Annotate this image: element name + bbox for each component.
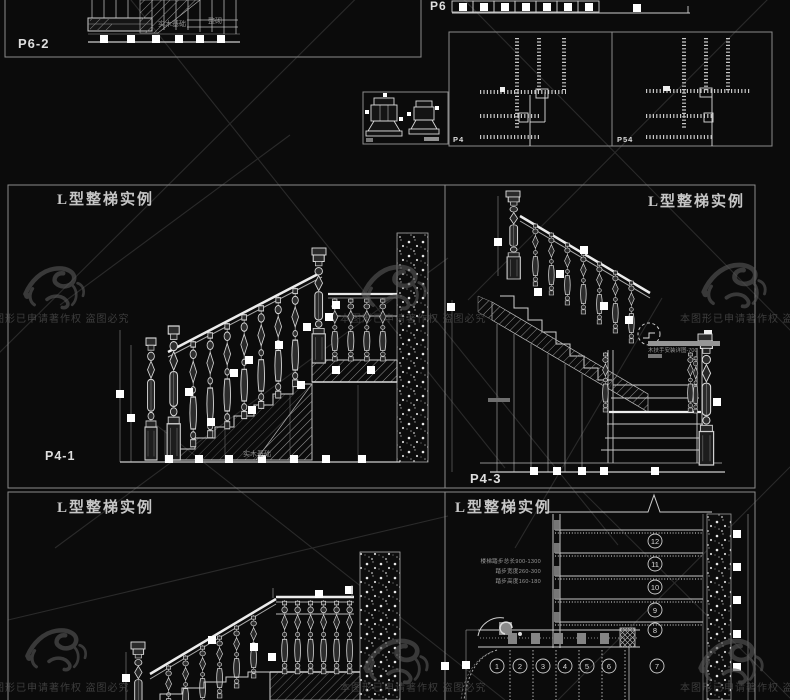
- top-newel: [497, 190, 521, 280]
- panel-stair-plan: L型整梯实例 12 11 10 9 8: [441, 493, 749, 700]
- plan-annotations: 楼梯踏步总长900-1300 踏步宽度260-300 踏步高度160-180: [481, 557, 541, 585]
- svg-text:12: 12: [651, 537, 659, 546]
- stair-fragment: [87, 0, 240, 43]
- note-wood-base-top: 实木基础: [158, 19, 186, 28]
- svg-text:楼梯踏步总长900-1300: 楼梯踏步总长900-1300: [481, 557, 541, 565]
- svg-text:10: 10: [651, 583, 659, 592]
- panel-borders: [4, 0, 773, 700]
- callout-bar: [648, 341, 720, 346]
- granite-column: [359, 551, 401, 700]
- run-step-numbers: 1 2 3 4 5 6 7: [489, 658, 665, 674]
- svg-text:本图形已申请著作权 盗图必究: 本图形已申请著作权 盗图必究: [0, 312, 130, 325]
- panel-p4-detail: P4: [453, 38, 566, 146]
- dimension-boxes-row: [451, 0, 690, 14]
- newel-posts: [144, 247, 327, 461]
- svg-text:踏步宽度260-300: 踏步宽度260-300: [496, 567, 542, 575]
- scale-bar: [424, 137, 439, 141]
- panel-bottom-left: L型整梯实例: [57, 498, 401, 700]
- svg-text:2: 2: [518, 662, 522, 671]
- panel-p54-detail: P54: [617, 38, 750, 146]
- svg-text:3: 3: [541, 662, 545, 671]
- svg-text:本图形已申请著作权 盗图必究: 本图形已申请著作权 盗图必究: [340, 312, 487, 325]
- panel-label-p4-3: P4-3: [470, 471, 501, 486]
- landing-newel-plan: [619, 627, 636, 648]
- watermark-text: 本图形已申请著作权 盗图必究 本图形已申请著作权 盗图必究 本图形已申请著作权 …: [0, 312, 790, 694]
- wall-strip: [706, 513, 732, 700]
- upper-flight-treads: [552, 514, 703, 648]
- svg-text:11: 11: [651, 560, 659, 569]
- svg-text:1: 1: [495, 662, 499, 671]
- tiny-label: [366, 138, 373, 142]
- panel-title: L型整梯实例: [455, 498, 552, 516]
- svg-text:本图形已申请著作权 盗图必究: 本图形已申请著作权 盗图必究: [0, 681, 130, 694]
- panel-label-p4-1: P4-1: [45, 449, 75, 463]
- panel-label-p4: P4: [453, 135, 464, 144]
- watermark-layer: 本图形已申请著作权 盗图必究 本图形已申请著作权 盗图必究 本图形已申请著作权 …: [0, 265, 790, 694]
- step-profile: [159, 671, 270, 700]
- upper-step-numbers: 12 11 10 9 8: [647, 533, 663, 638]
- panel-title: L型整梯实例: [57, 498, 154, 516]
- panel-title: L型整梯实例: [57, 190, 154, 208]
- panel-newel-details: [365, 93, 440, 142]
- panel-p6-2: 实木基础 整砌 P6-2: [18, 0, 240, 51]
- svg-text:6: 6: [607, 662, 611, 671]
- svg-text:本图形已申请著作权 盗图必究: 本图形已申请著作权 盗图必究: [680, 681, 790, 694]
- landing-platform: [269, 671, 361, 700]
- panel-label-p6: P6: [430, 0, 447, 13]
- dim-mark: [663, 86, 670, 91]
- dimension-squares: [365, 93, 439, 121]
- callout-note: 木扶手安装详图-700: [648, 346, 698, 354]
- panel-label-p6-2: P6-2: [18, 36, 49, 51]
- dim-mark: [500, 87, 505, 92]
- svg-text:9: 9: [653, 606, 657, 615]
- break-line-symbol: [545, 493, 712, 513]
- svg-text:5: 5: [585, 662, 589, 671]
- panel-p4-3: L型整梯实例: [447, 190, 745, 486]
- stair-steps: [174, 382, 313, 461]
- plan-dimensions: [441, 530, 741, 700]
- svg-text:本图形已申请著作权 盗图必究: 本图形已申请著作权 盗图必究: [340, 681, 487, 694]
- panel-title: L型整梯实例: [648, 192, 745, 210]
- panel-label-p54: P54: [617, 135, 633, 144]
- svg-text:8: 8: [653, 626, 657, 635]
- svg-text:4: 4: [563, 662, 567, 671]
- note-masonry: 整砌: [208, 16, 222, 25]
- svg-text:本图形已申请著作权 盗图必究: 本图形已申请著作权 盗图必究: [680, 312, 790, 325]
- volute: [460, 617, 522, 700]
- svg-text:7: 7: [655, 662, 659, 671]
- svg-text:踏步高度160-180: 踏步高度160-180: [496, 577, 542, 585]
- dim-text-smudge: [488, 398, 510, 402]
- note-wood-base: 实木基础: [243, 449, 271, 458]
- panel-p6: P6: [430, 0, 690, 14]
